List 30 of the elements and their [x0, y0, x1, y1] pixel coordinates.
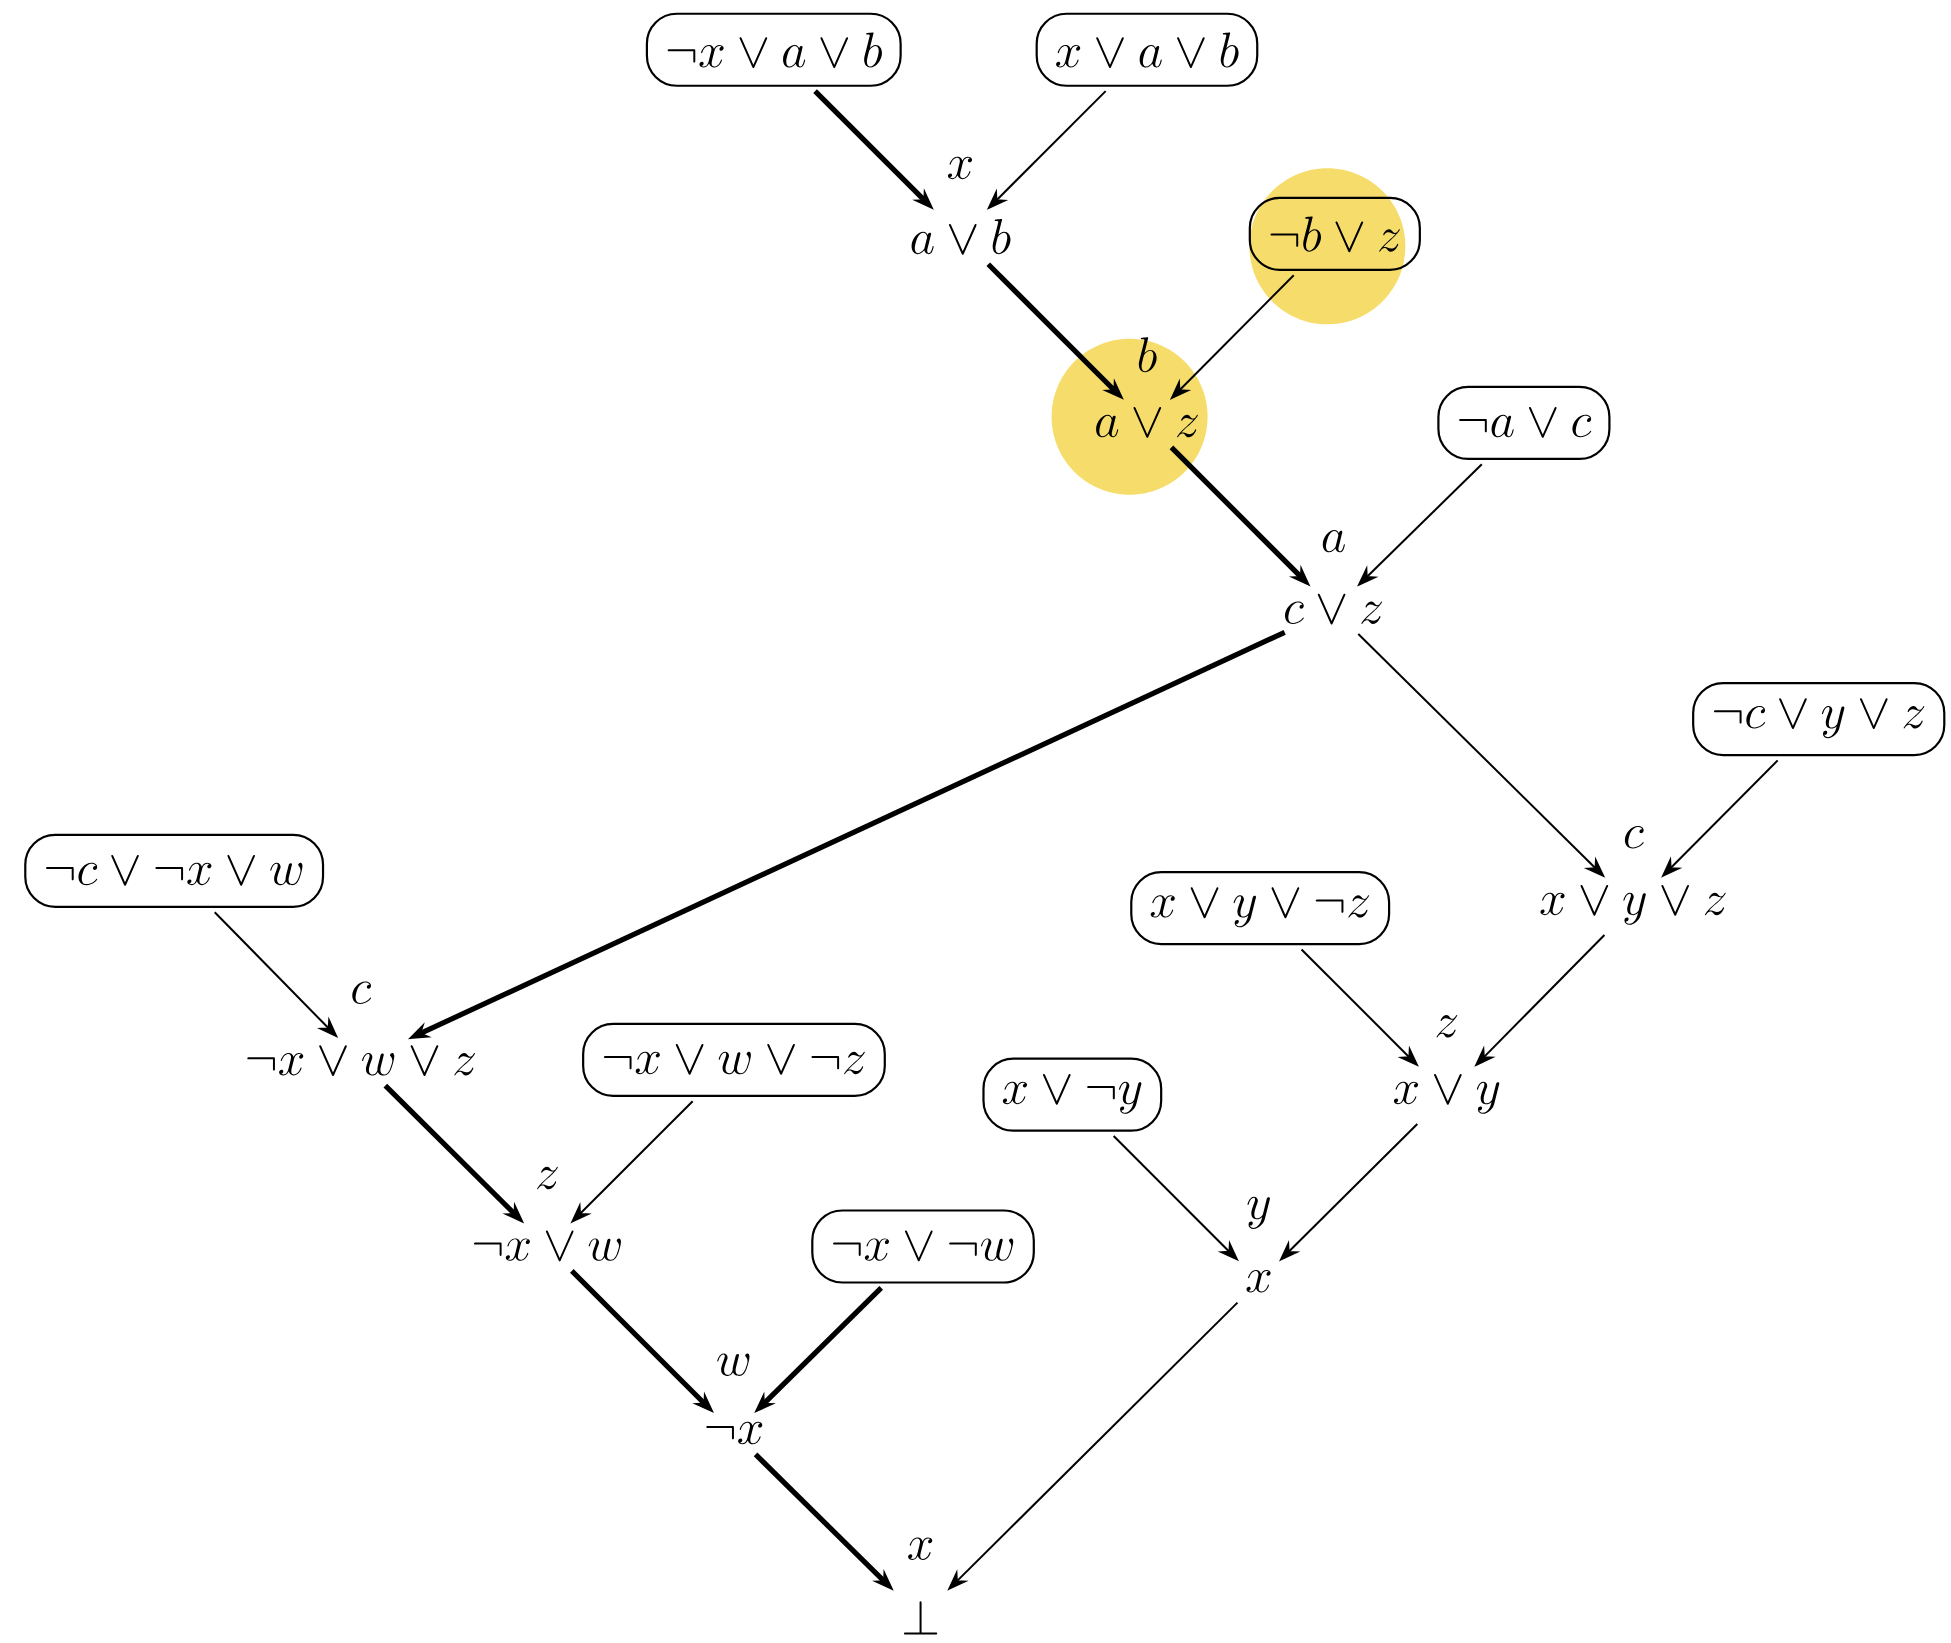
pivot-label: $z$ — [537, 1166, 558, 1190]
pivot-label: $w$ — [717, 1353, 750, 1376]
pivot-label: $a$ — [1322, 529, 1345, 553]
pivot-label: $z$ — [1436, 1015, 1458, 1038]
resolvent-clause: $\bot$ — [903, 1601, 938, 1635]
clause-box: $\neg x \lor \neg w$ — [811, 1209, 1035, 1284]
resolvent-clause: $x \lor y$ — [1393, 1073, 1500, 1114]
resolvent-clause: $c \lor z$ — [1285, 593, 1383, 625]
resolvent-clause: $a \lor z$ — [1096, 407, 1198, 438]
clause-box: $\neg x \lor a \lor b$ — [645, 12, 902, 87]
pivot-label: $c$ — [1624, 826, 1644, 849]
clause-box: $\neg c \lor y \lor z$ — [1692, 681, 1946, 757]
pivot-label: $y$ — [1247, 1196, 1270, 1229]
clause-box: $x \lor \neg y$ — [982, 1057, 1163, 1132]
resolvent-clause: $x \lor y \lor z$ — [1540, 884, 1726, 925]
pivot-label: $c$ — [352, 981, 372, 1004]
pivot-label: $x$ — [908, 1537, 933, 1560]
pivot-label: $b$ — [1138, 337, 1157, 373]
resolvent-clause: $\neg x \lor w$ — [473, 1230, 621, 1262]
clause-box: $x \lor a \lor b$ — [1035, 12, 1259, 87]
clause-box: $x \lor y \lor \neg z$ — [1130, 871, 1391, 946]
clause-box: $\neg c \lor \neg x \lor w$ — [24, 833, 325, 908]
clause-box: $\neg b \lor z$ — [1248, 196, 1421, 271]
clause-box: $\neg a \lor c$ — [1437, 385, 1611, 461]
clause-box: $\neg x \lor w \lor \neg z$ — [582, 1022, 886, 1097]
pivot-label: $x$ — [947, 156, 973, 180]
resolvent-clause: $x$ — [1246, 1270, 1271, 1293]
resolvent-clause: $\neg x$ — [706, 1421, 763, 1445]
resolvent-clause: $a \lor b$ — [911, 219, 1011, 255]
resolvent-clause: $\neg x \lor w \lor z$ — [247, 1045, 476, 1077]
